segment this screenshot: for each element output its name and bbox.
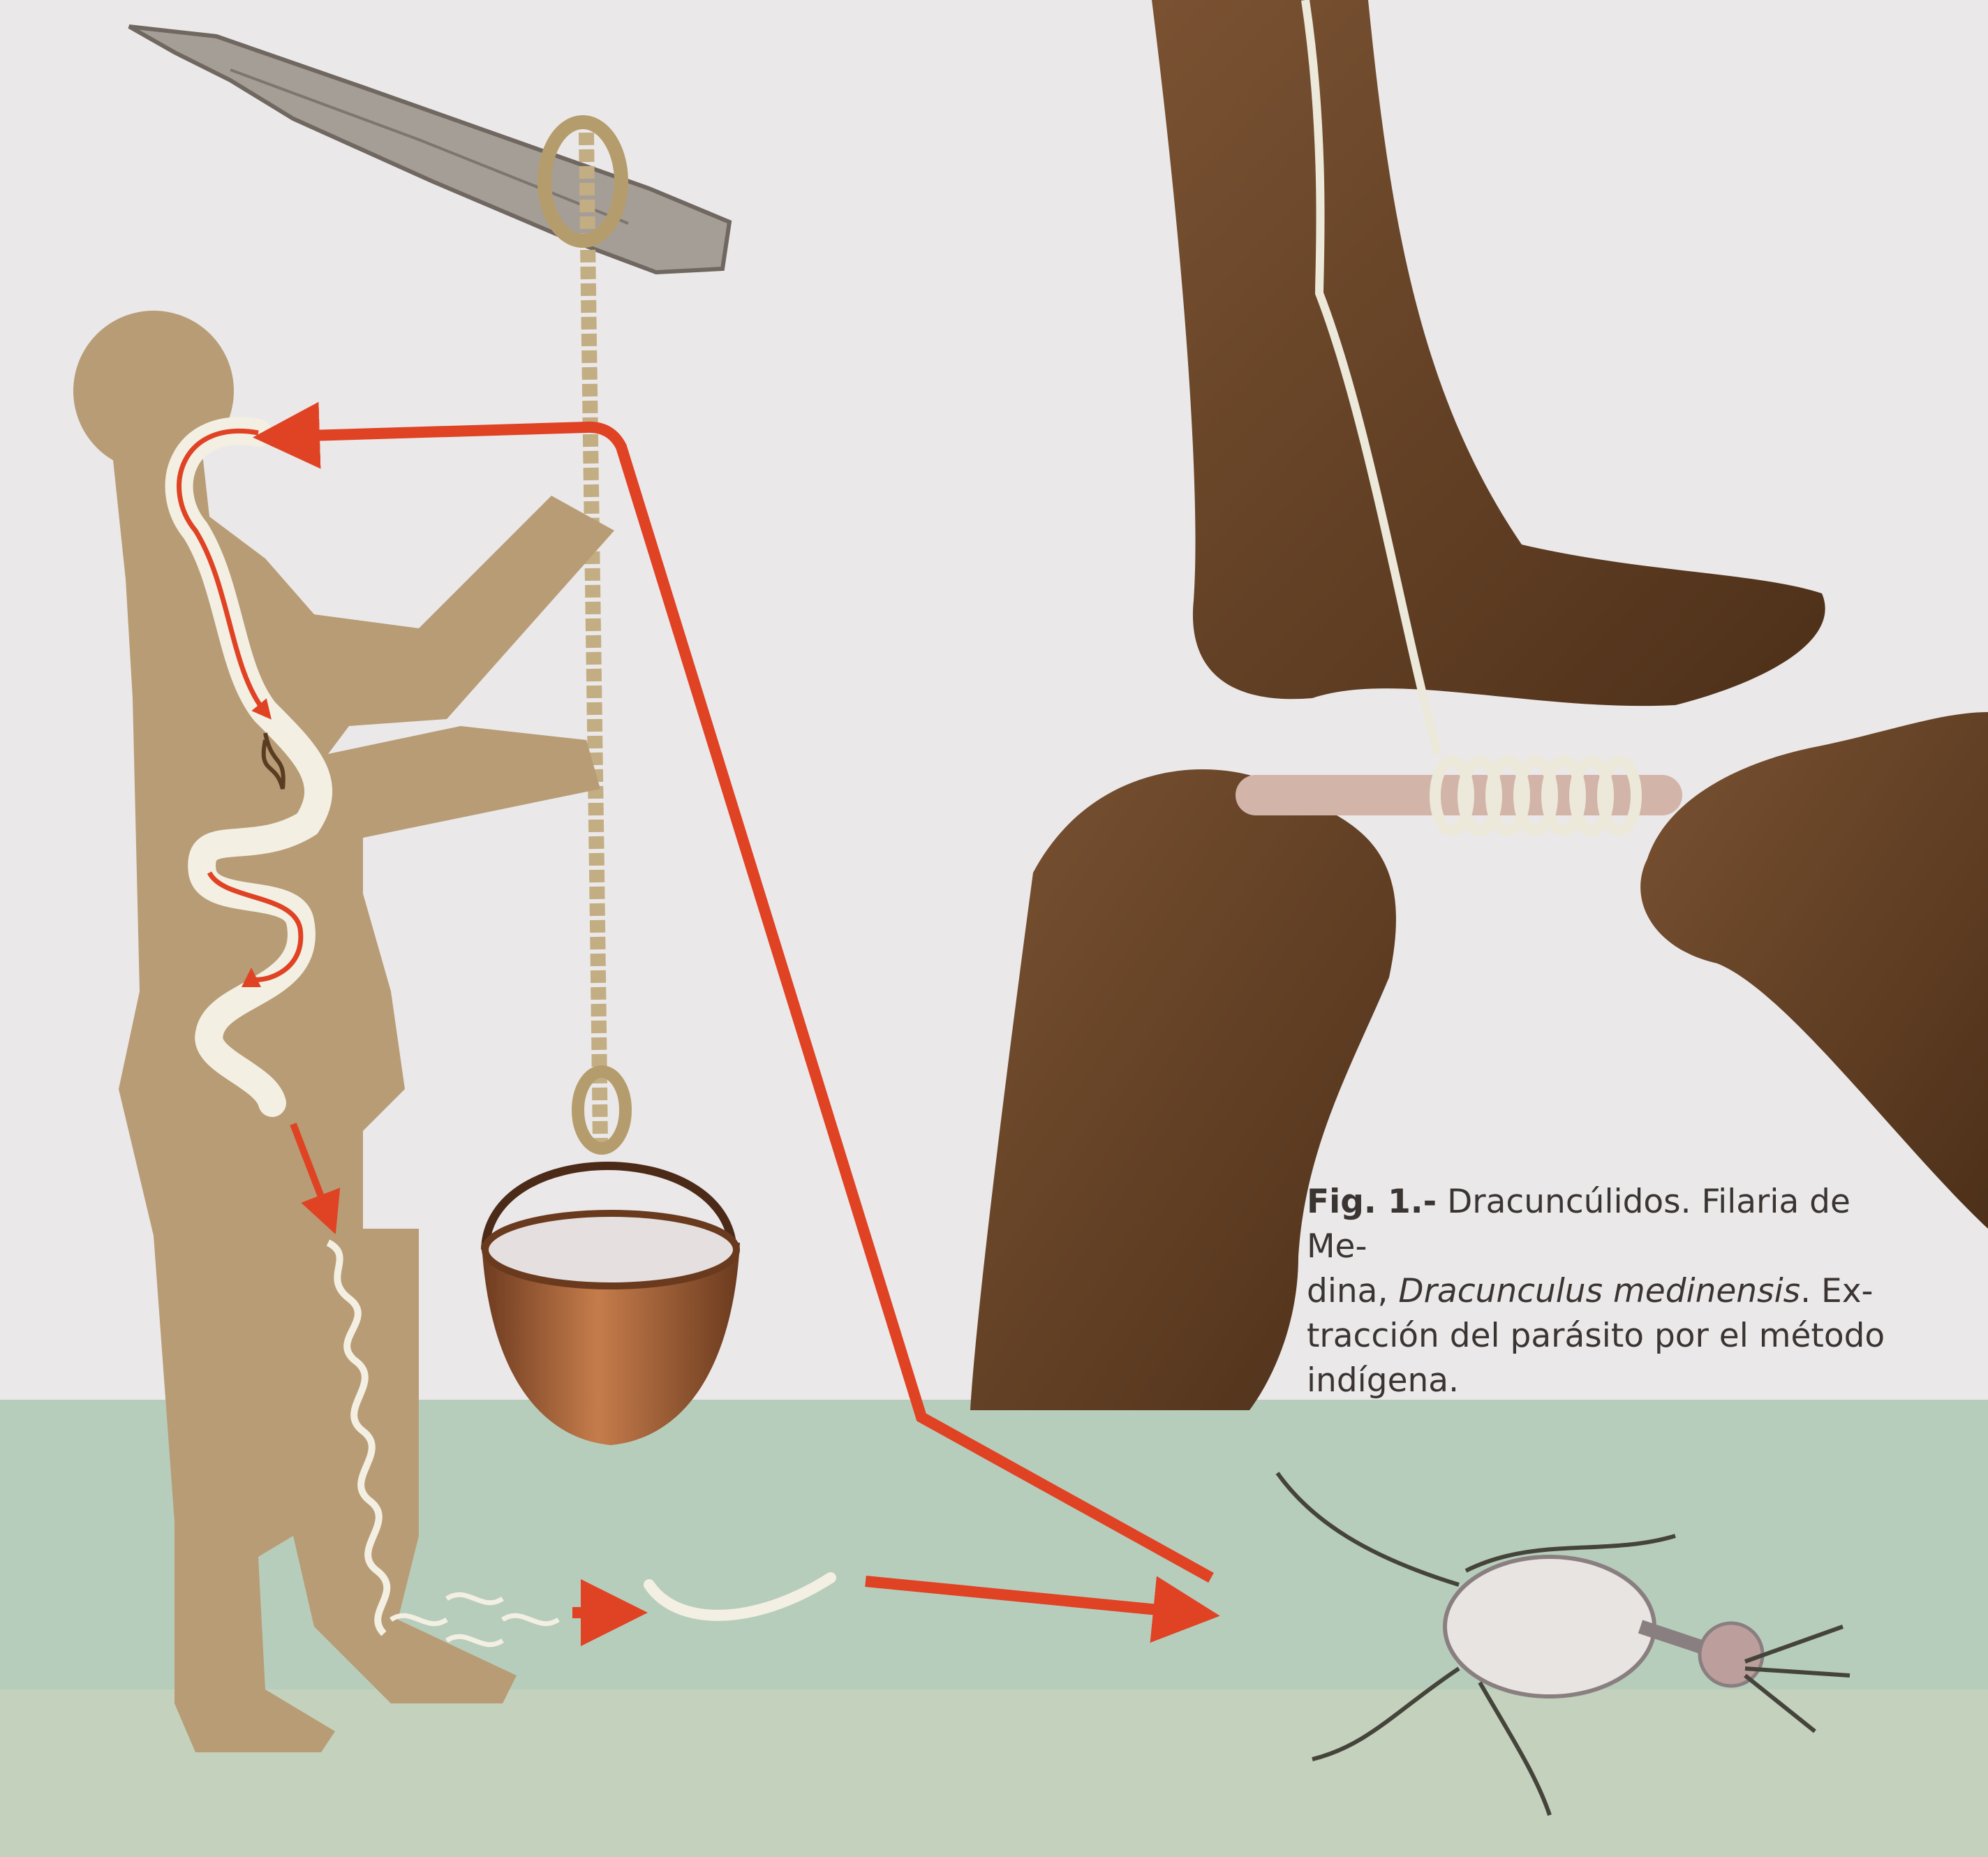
species-name: Dracunculus medinensis	[1398, 1272, 1800, 1310]
figure-label: Fig. 1.-	[1307, 1183, 1437, 1221]
rope-icon	[586, 133, 600, 1145]
leg-icon	[1152, 0, 1825, 706]
figure-caption: Fig. 1.- Dracuncúlidos. Filaria de Me- d…	[1307, 1180, 1886, 1403]
branch-icon	[129, 27, 729, 272]
right-hand-icon	[1640, 712, 1988, 1229]
caption-line-3: tracción del parásito por el método	[1307, 1317, 1885, 1355]
pot-water	[485, 1213, 736, 1286]
caption-line-4: indígena.	[1307, 1361, 1459, 1400]
caption-line-2b: . Ex-	[1800, 1272, 1873, 1310]
caption-line-2a: dina,	[1307, 1272, 1398, 1310]
